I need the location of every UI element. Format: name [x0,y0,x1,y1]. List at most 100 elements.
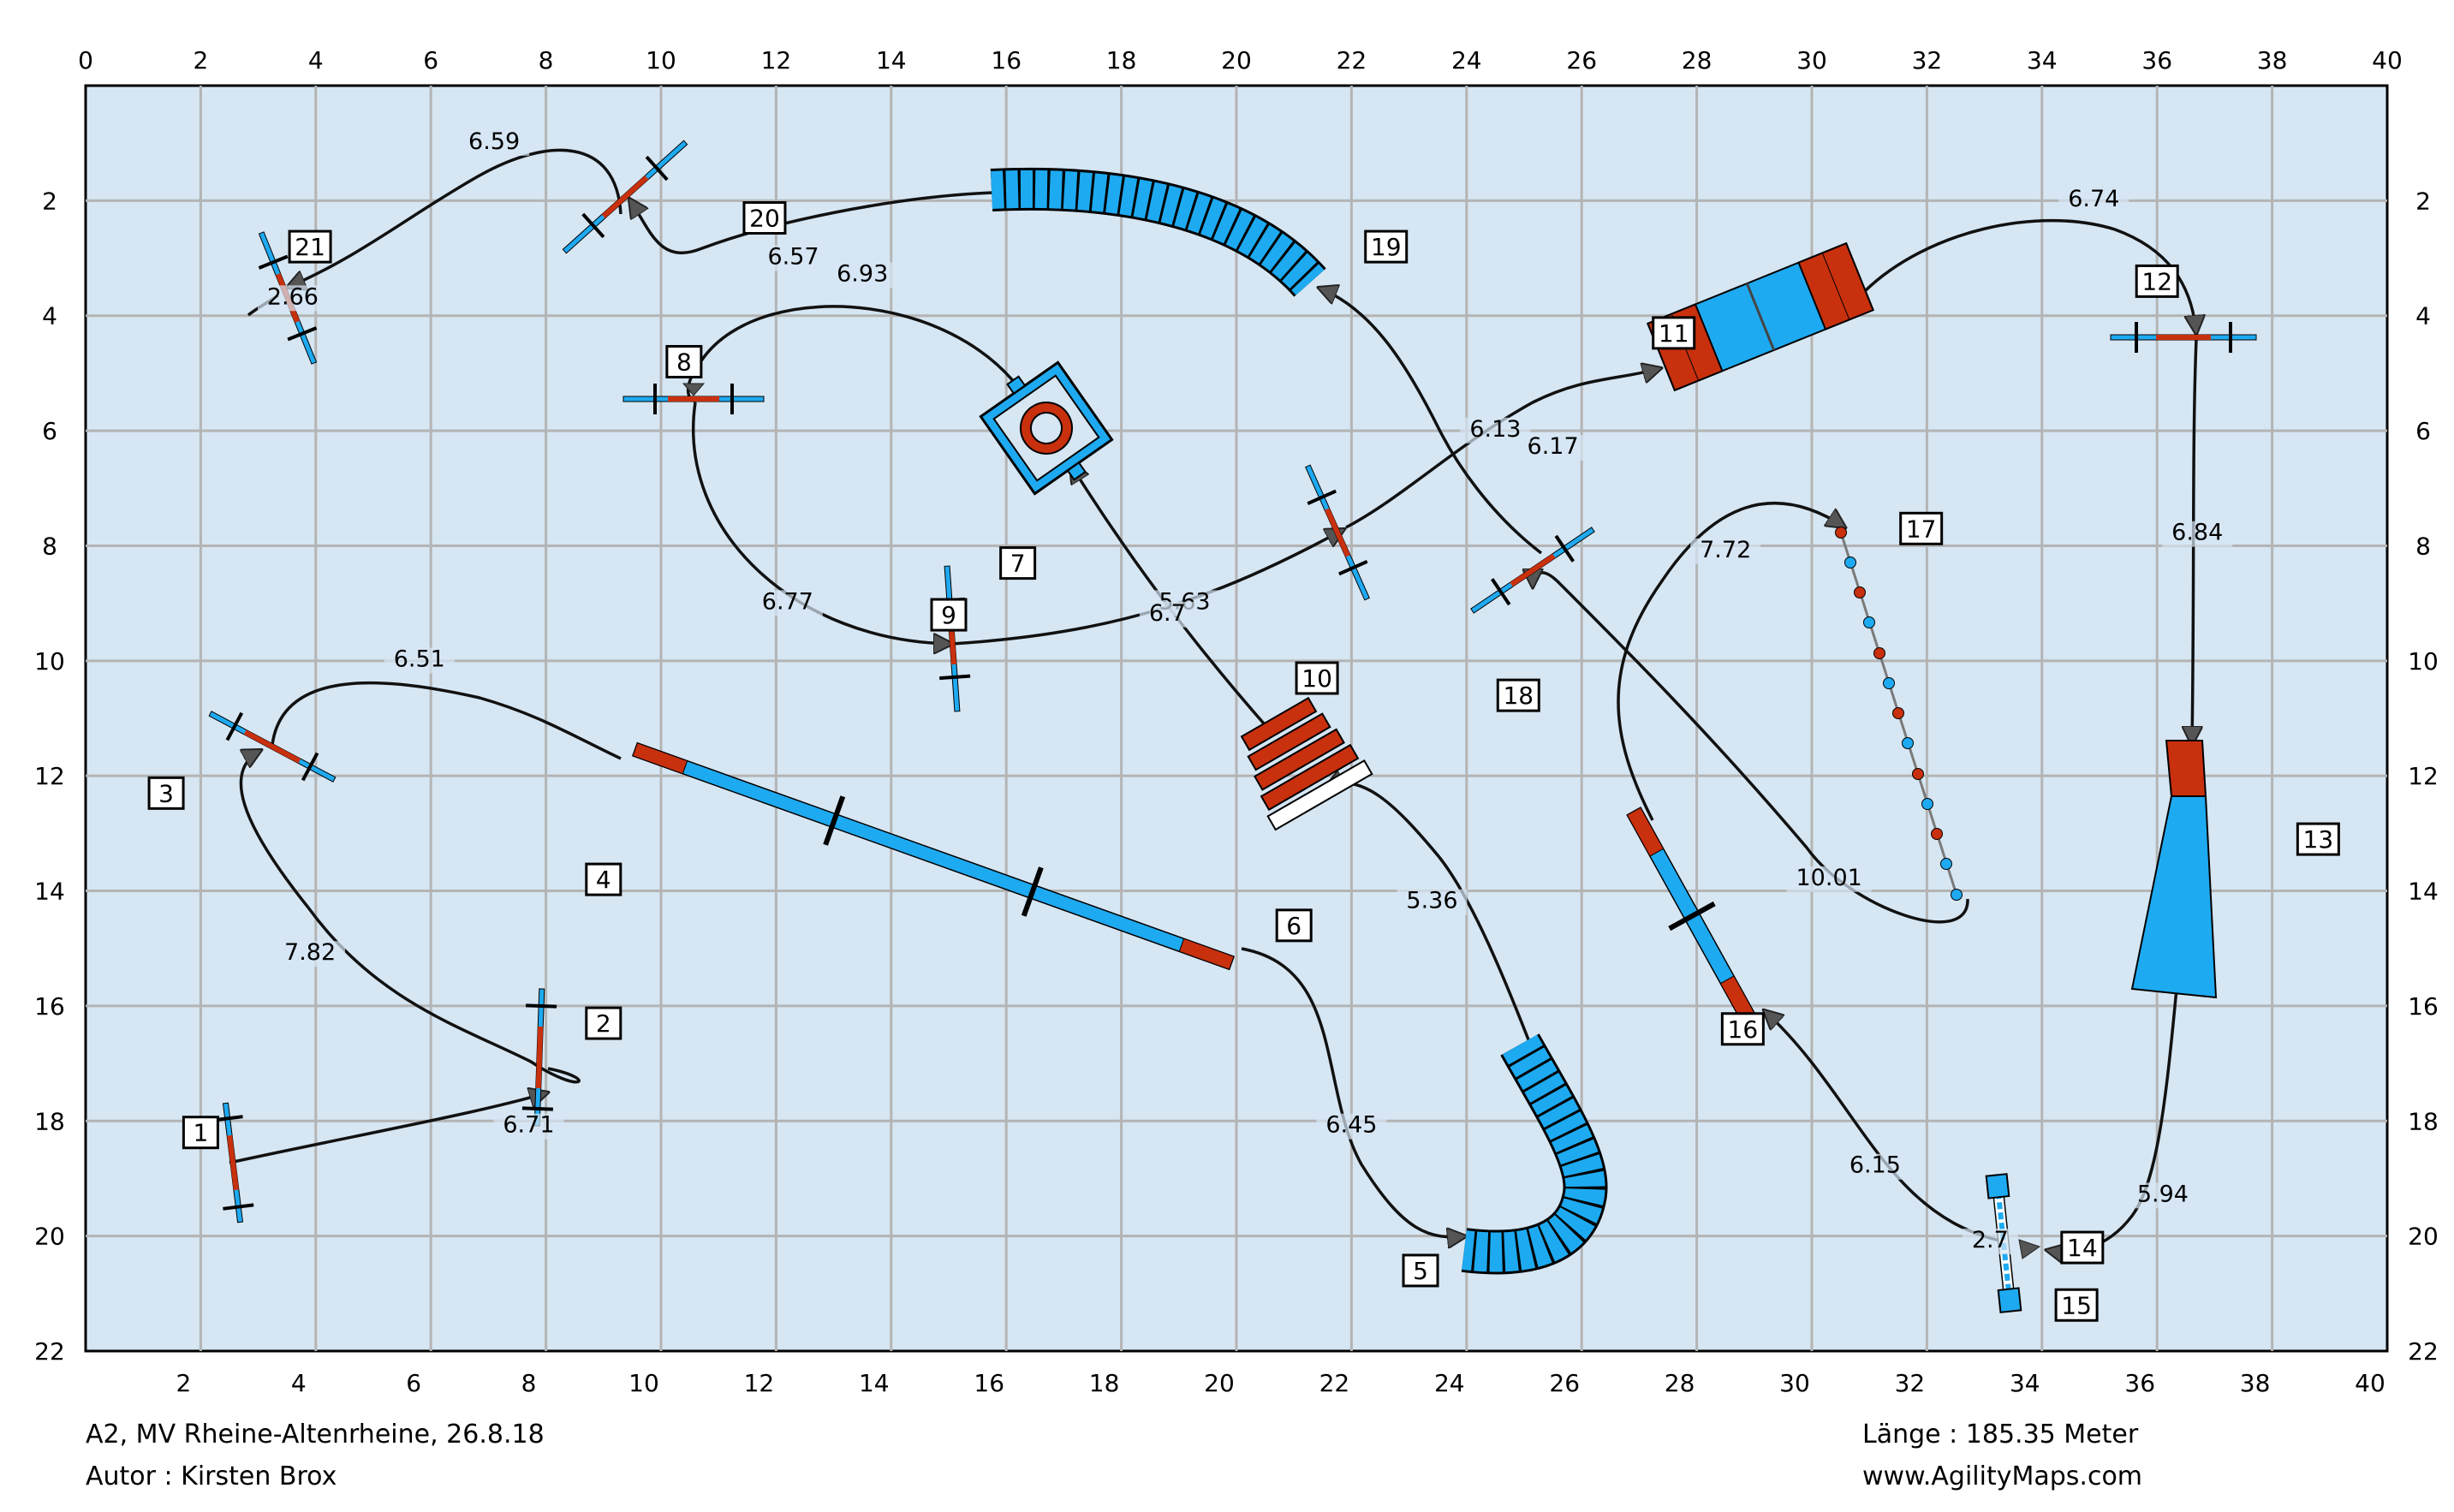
x-tick-bottom: 38 [2240,1369,2271,1397]
x-tick-top: 12 [761,46,792,74]
y-tick-right: 22 [2408,1337,2439,1366]
obstacle-number-1: 1 [182,1116,219,1150]
y-tick-left: 18 [34,1107,65,1135]
path-8-9 [692,402,952,644]
chute-13 [2130,740,2218,999]
distance-label: 7.72 [1700,537,1751,563]
path-1-2 [229,1092,548,1164]
x-tick-bottom: 34 [2010,1369,2040,1397]
number-label: 8 [676,348,692,376]
x-tick-bottom: 8 [521,1369,537,1397]
obstacle-number-11: 11 [1652,316,1696,350]
obstacle-number-3: 3 [147,776,185,810]
path-15-16 [1764,1010,2004,1243]
number-label: 11 [1659,319,1689,348]
y-tick-right: 16 [2408,992,2439,1021]
x-tick-bottom: 18 [1089,1369,1120,1397]
jump-8 [622,383,765,414]
number-box [1652,316,1696,350]
x-tick-bottom: 36 [2124,1369,2155,1397]
x-tick-bottom: 14 [859,1369,890,1397]
distance-label: 6.45 [1325,1112,1377,1139]
distance-bg [1316,1113,1387,1140]
distance-bg [493,1113,564,1140]
x-tick-top: 26 [1566,46,1597,74]
number-box [288,229,332,264]
distance-label: 6.84 [2171,520,2223,546]
distance-bg [758,245,829,271]
distance-bg [827,262,898,289]
number-box [742,201,787,235]
number-box [1496,678,1540,712]
y-tick-right: 14 [2408,878,2439,906]
distance-bg [459,129,530,156]
distance-label: 6.77 [762,588,813,615]
obstacle-number-17: 17 [1899,511,1944,545]
x-tick-bottom: 6 [406,1369,421,1397]
jump-2 [521,988,557,1127]
x-tick-top: 14 [876,46,907,74]
x-tick-bottom: 16 [974,1369,1004,1397]
y-tick-right: 2 [2415,187,2431,215]
x-tick-bottom: 22 [1319,1369,1350,1397]
y-tick-right: 20 [2408,1223,2439,1251]
distance-label: 6.7 [1149,600,1186,627]
y-tick-right: 8 [2415,532,2431,560]
weave-poles-17 [1835,527,1963,901]
distance-labels: 6.717.826.516.455.365.636.776.76.176.746… [257,128,2233,1255]
x-tick-top: 2 [193,46,208,74]
number-label: 19 [1371,233,1402,261]
x-tick-bottom: 32 [1895,1369,1926,1397]
x-tick-bottom: 26 [1549,1369,1580,1397]
number-label: 3 [158,779,174,807]
x-tick-top: 36 [2141,46,2172,74]
distance-label: 6.71 [503,1112,554,1139]
y-tick-left: 20 [34,1223,65,1251]
x-tick-top: 20 [1221,46,1252,74]
tire-7 [979,360,1114,496]
number-label: 9 [941,601,956,629]
distance-label: 2.7 [1972,1227,2009,1253]
jump-20 [562,140,688,254]
number-box [665,344,703,378]
x-tick-top: 16 [991,46,1022,74]
jump-12 [2110,322,2257,353]
distance-bg [1397,889,1468,915]
x-tick-bottom: 2 [176,1369,191,1397]
path-20-21 [287,148,622,288]
x-tick-top: 24 [1451,46,1482,74]
distance-label: 5.94 [2137,1181,2189,1207]
obstacle-number-6: 6 [1275,908,1313,943]
distance-label: 6.57 [767,243,819,270]
number-label: 10 [1301,664,1332,693]
distance-bg [2162,521,2233,547]
x-tick-top: 6 [423,46,438,74]
distance-bg [275,941,346,967]
tunnel-5-fill [1462,1034,1605,1272]
footer-author: Autor : Kirsten Brox [86,1461,337,1491]
dogwalk-4 [632,741,1235,971]
obstacles [208,140,2257,1313]
distance-bg [1139,601,1195,628]
number-label: 6 [1286,912,1301,940]
y-tick-right: 6 [2415,417,2431,445]
x-tick-bottom: 12 [744,1369,775,1397]
number-box [585,862,622,896]
y-tick-left: 10 [34,647,65,676]
path-11-12 [1863,218,2196,334]
x-tick-top: 30 [1796,46,1827,74]
distance-bg [2127,1182,2198,1209]
number-box [1720,1012,1765,1046]
path-16-17 [1617,501,1845,821]
x-tick-top: 40 [2372,46,2403,74]
jump-1 [211,1102,254,1223]
number-label: 15 [2061,1291,2092,1319]
x-tick-top: 8 [539,46,554,74]
path-18-19 [1319,288,1543,555]
x-tick-bottom: 30 [1779,1369,1810,1397]
x-tick-bottom: 24 [1434,1369,1465,1397]
obstacle-number-5: 5 [1402,1253,1439,1288]
obstacle-number-21: 21 [288,229,332,264]
